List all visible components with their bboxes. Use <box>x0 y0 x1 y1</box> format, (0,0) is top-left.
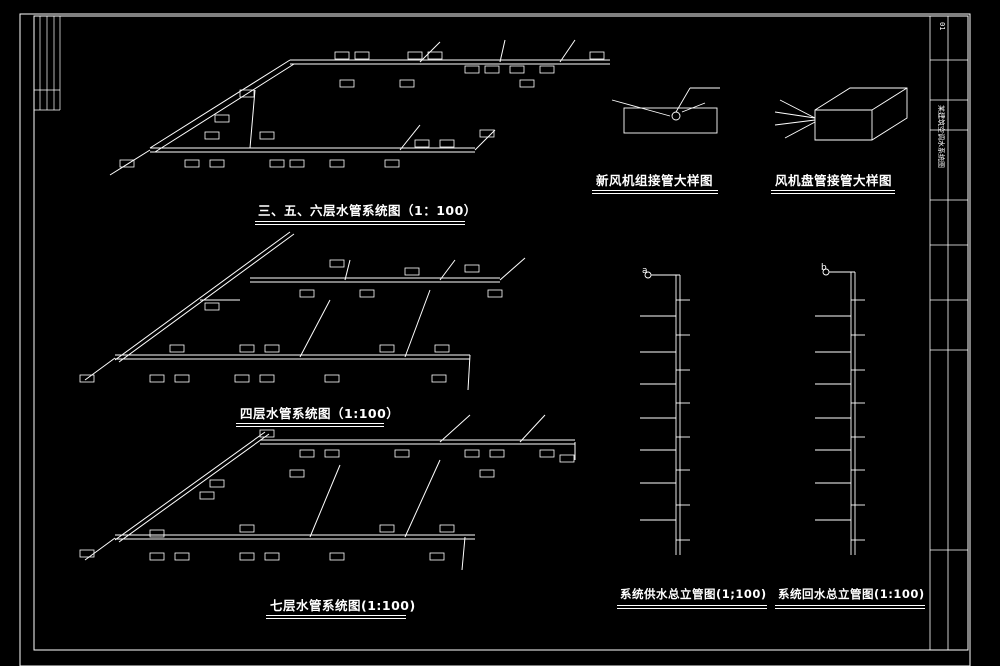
title-floors-3-5-6: 三、五、六层水管系统图（1：100） <box>258 203 477 218</box>
title-underline <box>775 605 925 606</box>
title-underline <box>617 608 767 609</box>
floor-7-pipe-system <box>84 414 576 571</box>
title-underline <box>771 190 895 191</box>
supply-riser-mark: a <box>642 266 649 276</box>
title-supply-riser: 系统供水总立管图(1;100) <box>620 587 767 601</box>
title-underline <box>266 615 406 616</box>
title-block-project: 某建筑空调水系统图 <box>937 105 945 168</box>
binding-strip <box>34 16 61 111</box>
title-underline <box>592 193 718 194</box>
title-underline <box>775 608 925 609</box>
return-riser-mark: b <box>821 263 828 273</box>
title-block <box>929 16 968 650</box>
title-underline <box>255 221 465 222</box>
title-block-sheet: 01 <box>938 22 946 31</box>
inner-frame <box>33 15 969 651</box>
title-underline <box>771 193 895 194</box>
title-underline <box>236 426 384 427</box>
title-floor-7: 七层水管系统图(1:100) <box>270 598 416 613</box>
title-underline <box>236 423 384 424</box>
title-underline <box>255 224 465 225</box>
title-underline <box>592 190 718 191</box>
title-fan-coil-detail: 风机盘管接管大样图 <box>775 173 893 188</box>
title-underline <box>617 605 767 606</box>
supply-riser-diagram <box>640 271 690 555</box>
fresh-air-unit-detail <box>611 87 720 134</box>
return-riser-diagram <box>815 268 865 555</box>
title-return-riser: 系统回水总立管图(1:100) <box>778 587 925 601</box>
floor-4-pipe-system <box>84 231 526 391</box>
floor-7-fan-coil-units <box>79 429 575 561</box>
floor-3-5-6-pipe-system <box>109 39 610 176</box>
floor-4-fan-coil-units <box>79 259 503 383</box>
title-fresh-air-detail: 新风机组接管大样图 <box>596 173 714 188</box>
outer-frame <box>19 13 971 666</box>
fan-coil-detail <box>774 87 908 141</box>
floor-3-5-6-fan-coil-units <box>119 51 605 168</box>
title-floor-4-text: 四层水管系统图（1:100） <box>240 406 400 421</box>
title-underline <box>266 618 406 619</box>
